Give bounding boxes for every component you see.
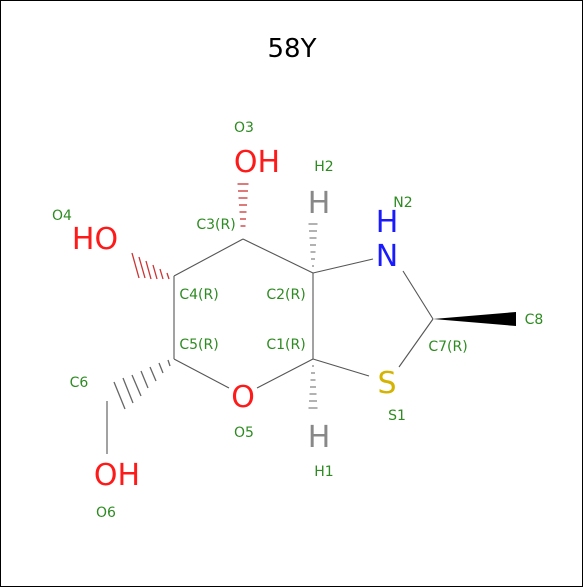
atom-h1: H: [308, 420, 331, 455]
atom-s1: S: [377, 366, 396, 401]
atom-o3: OH: [234, 145, 280, 180]
hash-c2-h2: [308, 223, 318, 267]
atom-n2-h: H: [376, 205, 399, 240]
label-c6: C6: [70, 375, 89, 391]
atom-n2: N: [376, 239, 398, 274]
label-c7: C7(R): [428, 339, 467, 355]
label-o6: O6: [96, 505, 116, 521]
label-o5: O5: [234, 425, 254, 441]
wedge-c7-c8: [433, 312, 516, 326]
atom-labels: O3 O4 O5 O6 H2 H1 N2 S1 C3(R) C4(R) C2(R…: [52, 120, 543, 521]
label-o3: O3: [234, 120, 254, 136]
hash-c1-h1: [308, 365, 318, 409]
label-c3: C3(R): [196, 217, 235, 233]
label-s1: S1: [388, 408, 406, 424]
label-h2: H2: [314, 159, 333, 175]
bond-c5-o5: [173, 358, 230, 389]
ligand-title: 58Y: [268, 34, 317, 64]
hashed-bonds: [113, 183, 318, 410]
bond-c2-n2: [312, 258, 374, 274]
bond-n2-c7: [402, 270, 434, 320]
label-c5: C5(R): [179, 337, 218, 353]
bond-c3-c4: [173, 238, 244, 277]
hash-c3-o3: [237, 183, 249, 227]
label-n2: N2: [393, 195, 412, 211]
label-c8: C8: [525, 312, 544, 328]
bond-c1-s1: [312, 358, 370, 377]
bond-c3-c2: [242, 238, 314, 274]
label-c1: C1(R): [266, 337, 305, 353]
label-h1: H1: [314, 464, 333, 480]
atom-o6: OH: [94, 458, 140, 493]
bond-o5-c1: [256, 358, 314, 389]
label-c4: C4(R): [179, 287, 218, 303]
atom-h2: H: [308, 186, 331, 221]
atom-o4: HO: [72, 222, 118, 257]
hash-c4-o4: [131, 252, 170, 280]
bonds: [106, 238, 434, 454]
label-o4: O4: [52, 208, 72, 224]
hash-c5-c6: [113, 359, 171, 410]
atom-o5: O: [231, 380, 255, 415]
atom-symbols: OH HO O OH H N S H H: [72, 145, 398, 493]
bond-s1-c7: [398, 318, 434, 368]
label-c2: C2(R): [266, 287, 305, 303]
